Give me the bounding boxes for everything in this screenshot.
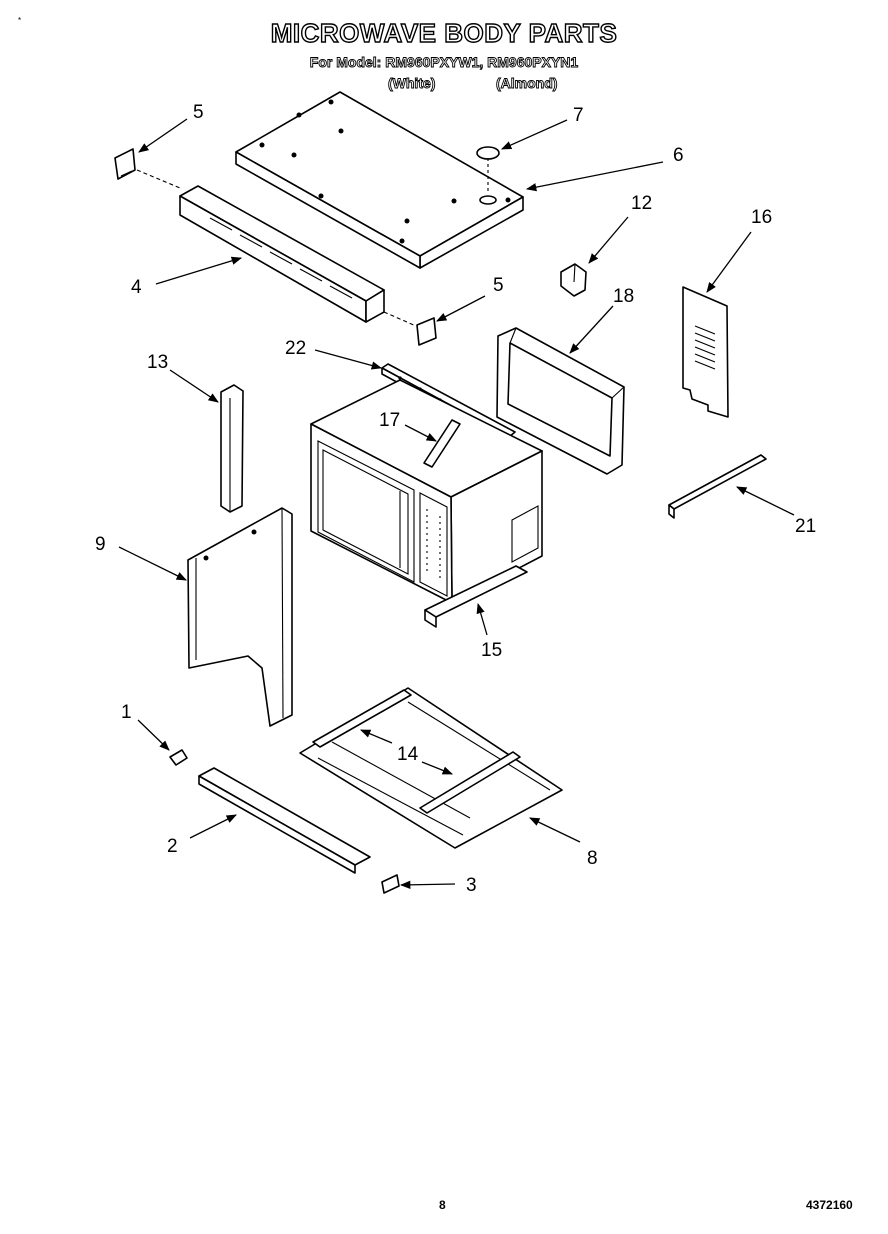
part-9-side-wrapper [187,507,293,727]
part-2-front-rail [198,767,371,874]
part-13-side-strip [220,384,244,513]
callout-4: 4 [131,277,142,298]
callout-8: 8 [587,848,598,869]
part-14-slides [312,689,521,814]
part-21-rail [668,454,767,519]
part-18-trim-frame [496,327,625,475]
callout-1: 1 [121,702,132,723]
document-number: 4372160 [806,1198,853,1212]
model-line: For Model: RM960PXYW1, RM960PXYN1 [309,54,579,71]
leader-lines [118,118,795,889]
part-12-clip [560,263,587,297]
callout-21: 21 [795,516,816,537]
callout-13: 13 [147,352,168,373]
callout-17: 17 [379,410,400,431]
callout-3: 3 [466,875,477,896]
part-6-top-cover [235,91,524,269]
part-16-side-panel [682,286,729,418]
part-1-clip [169,749,188,766]
page-title: MICROWAVE BODY PARTS [270,17,618,48]
part-5-upper-bracket [114,148,181,189]
callout-22: 22 [285,338,306,359]
callout-labels: 5 7 6 12 16 4 5 18 22 13 17 21 9 15 1 14… [95,102,816,896]
part-8-base-plate [299,687,563,849]
callout-2: 2 [167,836,178,857]
page-number: 8 [439,1198,446,1212]
variant-white: (White) [388,75,436,92]
variant-almond: (Almond) [496,75,558,92]
callout-5-lower: 5 [493,275,504,296]
part-17-brace [423,419,461,468]
callout-5-upper: 5 [193,102,204,123]
callout-7: 7 [573,105,584,126]
callout-9: 9 [95,534,106,555]
callout-6: 6 [673,145,684,166]
corner-mark: * [18,16,22,25]
part-7-cap [476,146,500,193]
part-3-clip [381,874,400,894]
callout-16: 16 [751,207,772,228]
part-4-front-rail [179,185,417,327]
part-15-base-rail [424,565,528,628]
callout-12: 12 [631,193,652,214]
callout-18: 18 [613,286,634,307]
part-5-lower-bracket [416,317,437,346]
callout-14: 14 [397,744,419,765]
callout-15: 15 [481,640,502,661]
